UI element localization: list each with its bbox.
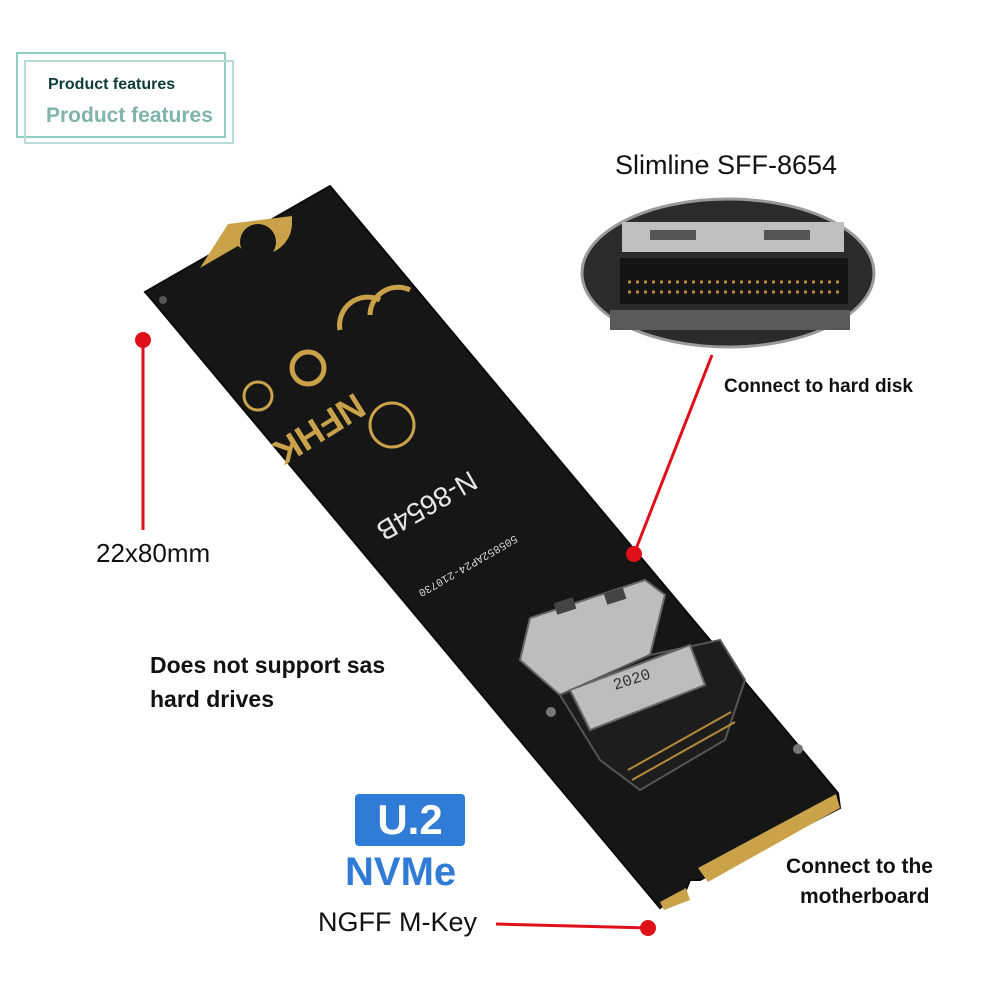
ngff-label: NGFF M-Key xyxy=(318,907,477,937)
u2-badge: U.2 xyxy=(355,794,465,846)
edge-contacts xyxy=(660,794,840,910)
callout-lines xyxy=(135,332,714,936)
connect-disk-label: Connect to hard disk xyxy=(724,376,913,397)
header-title-shadow: Product features xyxy=(46,104,213,127)
hole-icon xyxy=(793,744,803,754)
hole-icon xyxy=(159,296,167,304)
rohs-icon xyxy=(242,380,274,412)
disk-marker-dot xyxy=(626,546,642,562)
motherboard-label-line1: Connect to the xyxy=(786,855,933,878)
slimline-label: Slimline SFF-8654 xyxy=(615,150,838,180)
m2-adapter-board: NFHK N-8654B 505852AP24-210730 2020 xyxy=(143,184,842,910)
motherboard-label-line2: motherboard xyxy=(800,885,930,908)
nvme-badge: NVMe xyxy=(345,850,457,894)
connector-zoom-ellipse xyxy=(580,197,876,349)
hole-icon xyxy=(546,707,556,717)
mkey-marker-dot xyxy=(640,920,656,936)
header-title: Product features xyxy=(48,76,176,93)
size-label: 22x80mm xyxy=(96,538,211,568)
header-frame xyxy=(16,52,226,138)
no-sas-label-line2: hard drives xyxy=(150,686,274,712)
sff8654-connector: 2020 xyxy=(518,578,747,792)
nf-logo-icon xyxy=(368,401,416,449)
ce-fc-logos xyxy=(289,284,412,387)
header-frame-offset xyxy=(24,60,234,144)
size-marker-dot xyxy=(135,332,151,348)
connector-pins xyxy=(628,280,840,294)
no-sas-label-line1: Does not support sas xyxy=(150,652,386,678)
